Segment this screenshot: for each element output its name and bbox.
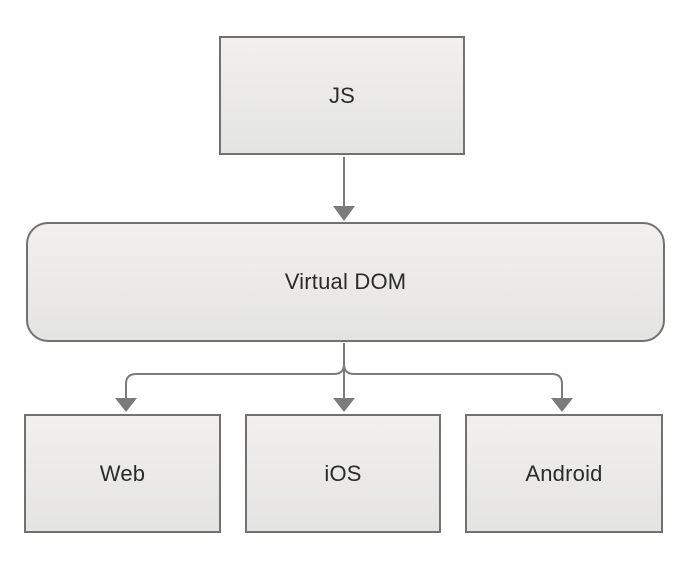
- edge-virtual-dom-to-web: [125, 363, 345, 398]
- node-js-label: JS: [328, 82, 356, 108]
- node-ios: iOS: [245, 414, 441, 533]
- edge-virtual-dom-to-android: [343, 363, 563, 398]
- arrowhead-android: [551, 398, 573, 412]
- node-virtual-dom-label: Virtual DOM: [284, 269, 407, 294]
- node-js: JS: [219, 36, 465, 155]
- node-ios-label: iOS: [324, 460, 362, 486]
- node-android-label: Android: [525, 460, 603, 486]
- node-web-label: Web: [99, 460, 146, 486]
- arrowhead-ios: [333, 398, 355, 412]
- arrowhead-virtual-dom: [333, 206, 355, 221]
- node-android: Android: [465, 414, 663, 533]
- node-virtual-dom: Virtual DOM: [26, 222, 665, 342]
- arrowhead-web: [115, 398, 137, 412]
- node-web: Web: [24, 414, 221, 533]
